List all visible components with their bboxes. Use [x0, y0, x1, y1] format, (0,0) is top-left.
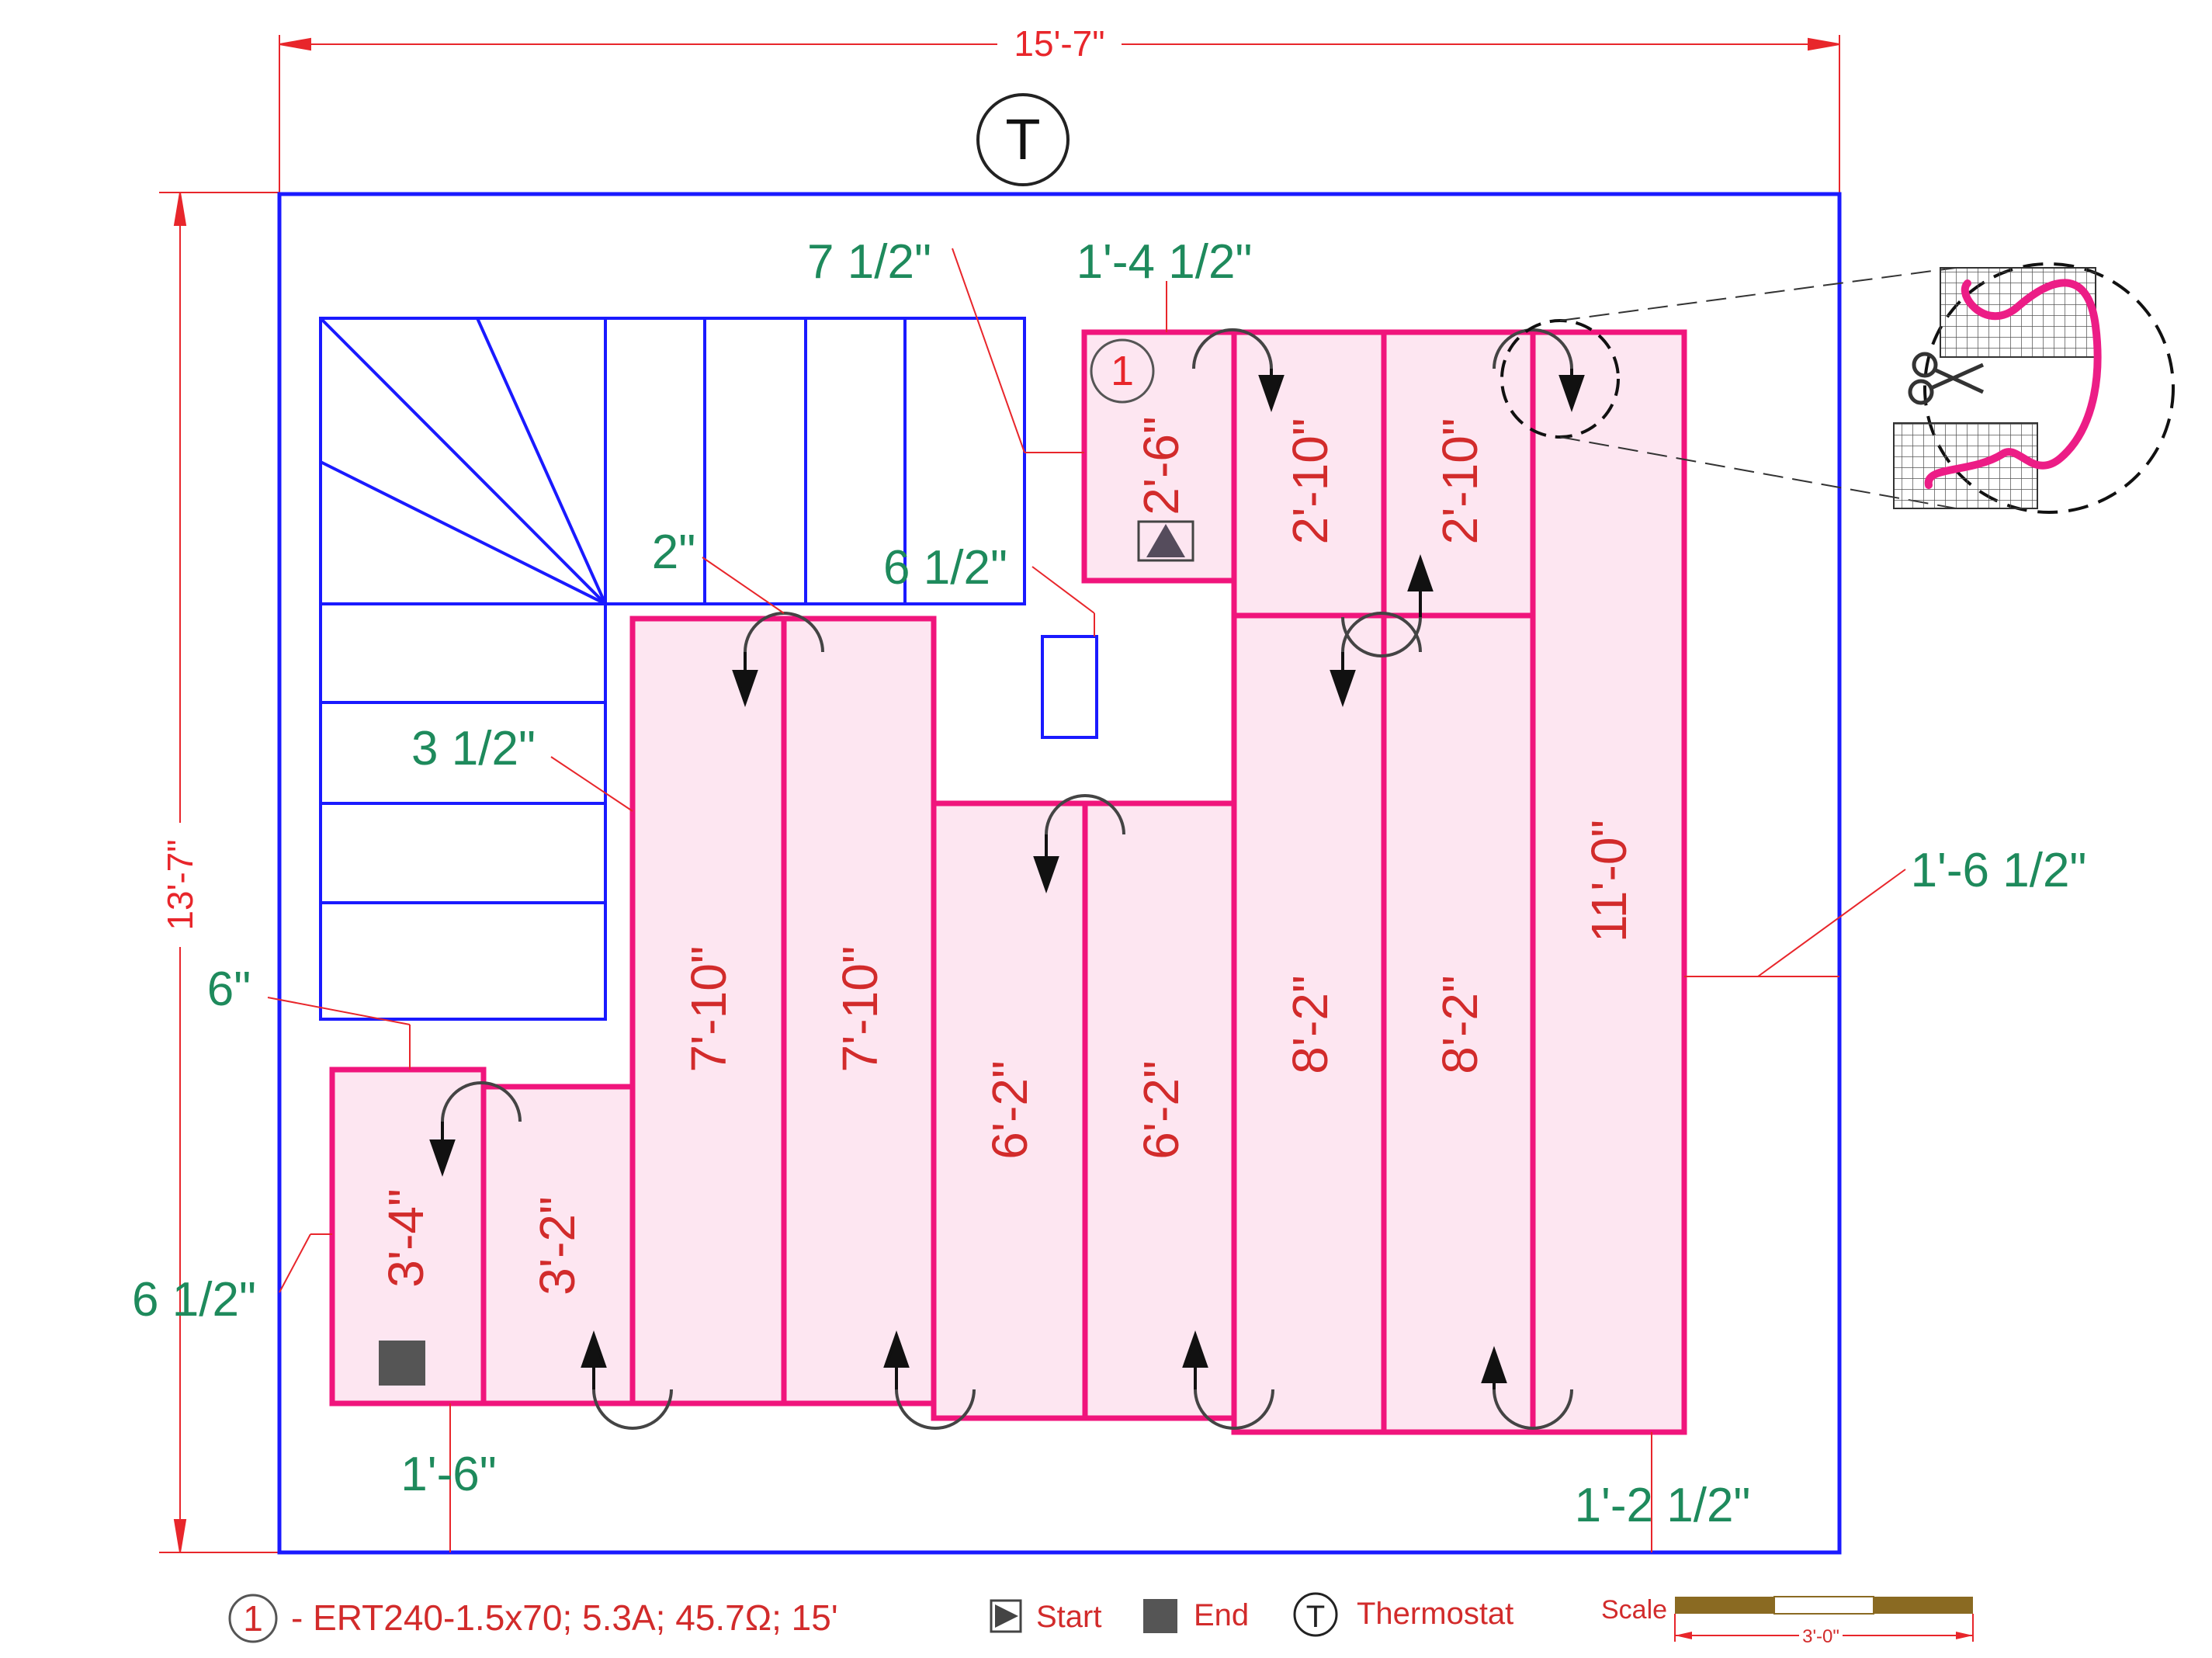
room-wall [277, 192, 1842, 1555]
staircase [319, 317, 1098, 1021]
clearance-label-1: 7 1/2" [807, 235, 931, 289]
mat-length-10: 2'-10" [1432, 418, 1488, 544]
circuit-number: 1 [1111, 348, 1134, 394]
mat-length-1: 3'-4" [378, 1188, 434, 1287]
mat-run-4 [781, 616, 937, 1407]
scale-bar [1674, 1596, 1974, 1646]
scissors-icon [1908, 352, 1985, 405]
thermostat-symbol [976, 93, 1070, 186]
clearance-label-6: 6" [207, 963, 251, 1016]
mat-length-6: 6'-2" [1133, 1060, 1189, 1159]
mat-length-2: 3'-2" [529, 1196, 585, 1295]
legend-circuit-number: 1 [243, 1598, 263, 1639]
direction-arrowheads [429, 369, 1585, 1389]
mat-length-9: 11'-0" [1581, 820, 1637, 942]
clearance-labels: 7 1/2" 1'-4 1/2" 2" 6 1/2" 3 1/2" 6" 6 1… [132, 235, 2086, 1532]
mat-length-5: 6'-2" [982, 1060, 1038, 1159]
thermostat-letter: T [1005, 107, 1040, 172]
legend-circuit-marker [228, 1594, 278, 1643]
mat-length-4: 7'-10" [832, 945, 888, 1072]
mat-run-11 [1231, 329, 1387, 619]
width-label-bg [997, 22, 1122, 65]
overall-width-label: 15'-7" [1014, 23, 1104, 64]
legend: 1 - ERT240-1.5x70; 5.3A; 45.7Ω; 15' Star… [228, 1592, 1974, 1647]
turn-arrows [441, 328, 1573, 1430]
clearance-label-4: 6 1/2" [883, 541, 1007, 595]
cut-detail-callout [1500, 262, 2175, 514]
clearance-label-7: 6 1/2" [132, 1273, 256, 1327]
legend-scale-value: 3'-0" [1802, 1626, 1839, 1647]
mat-length-3: 7'-10" [681, 945, 737, 1072]
end-marker-icon [379, 1341, 425, 1386]
thermostat-icon [1293, 1592, 1338, 1637]
mat-length-11: 2'-10" [1282, 418, 1338, 544]
circuit-number-marker [1090, 338, 1155, 404]
legend-end-label: End [1194, 1598, 1249, 1632]
legend-thermostat-label: Thermostat [1357, 1597, 1513, 1631]
heating-mats [329, 329, 1687, 1435]
clearance-label-9: 1'-2 1/2" [1575, 1479, 1751, 1532]
clearance-label-8: 1'-6" [400, 1448, 496, 1501]
mat-run-10 [1381, 329, 1536, 619]
start-icon [990, 1599, 1022, 1633]
clearance-label-10: 1'-6 1/2" [1911, 844, 2087, 897]
legend-scale-label: Scale [1601, 1595, 1667, 1625]
clearance-label-2: 1'-4 1/2" [1077, 235, 1253, 289]
clearance-leaders [267, 248, 1906, 1552]
legend-start-label: Start [1036, 1600, 1101, 1634]
clearance-label-5: 3 1/2" [411, 722, 536, 775]
mat-length-8: 8'-2" [1432, 975, 1488, 1074]
mat-run-5 [931, 800, 1088, 1421]
legend-circuit-spec: - ERT240-1.5x70; 5.3A; 45.7Ω; 15' [291, 1597, 838, 1638]
height-label-bg [155, 823, 205, 947]
start-marker-icon [1137, 520, 1194, 562]
mat-run-6 [1082, 800, 1237, 1421]
mat-length-12: 2'-6" [1133, 416, 1189, 515]
mat-length-7: 8'-2" [1282, 975, 1338, 1074]
overall-height-label: 13'-7" [160, 839, 200, 930]
legend-thermostat-letter: T [1306, 1600, 1325, 1634]
mat-run-2 [480, 1084, 636, 1407]
mat-length-labels: 3'-4" 3'-2" 7'-10" 7'-10" 6'-2" 6'-2" 8'… [378, 416, 1637, 1295]
clearance-label-3: 2" [652, 525, 696, 579]
end-icon [1143, 1599, 1177, 1633]
mat-run-9 [1530, 329, 1687, 1435]
